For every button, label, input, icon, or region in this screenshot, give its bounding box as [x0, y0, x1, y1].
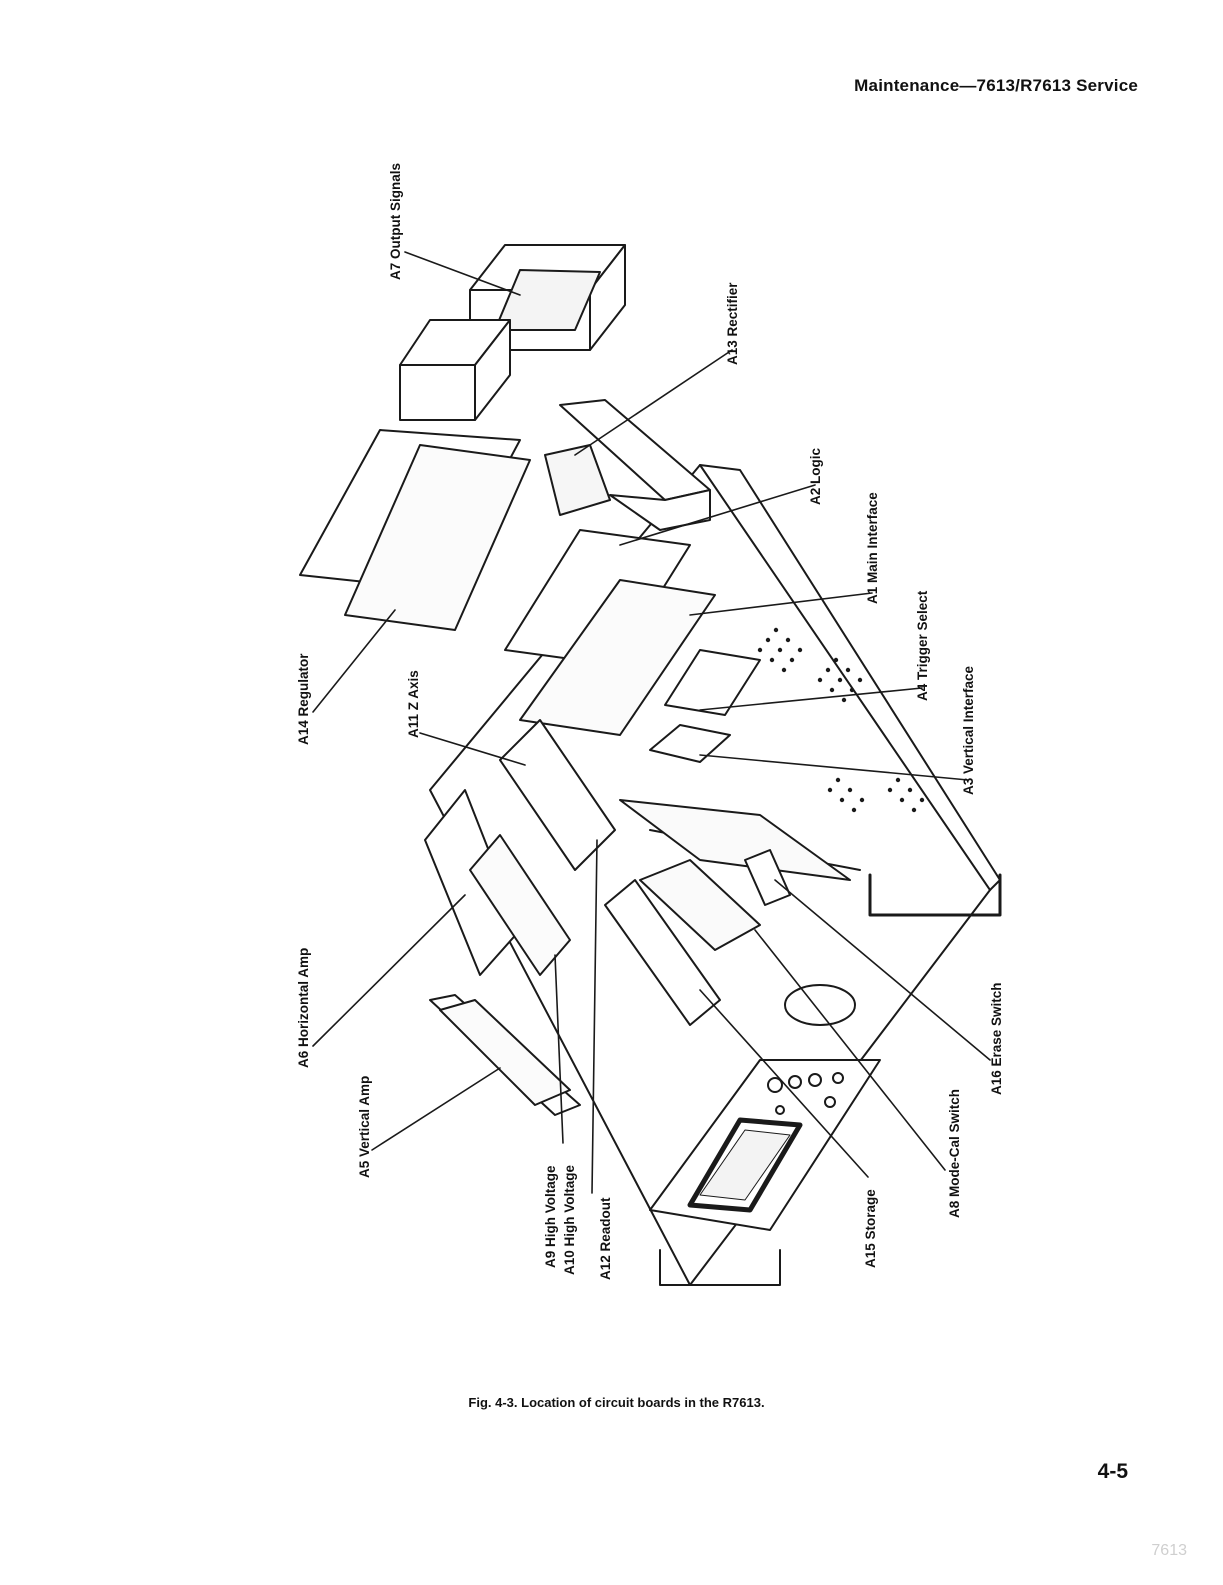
watermark: 7613: [1151, 1542, 1187, 1559]
label-a8-mode-cal-switch: A8 Mode-Cal Switch: [947, 1088, 962, 1218]
a13-rectifier-assembly: [544, 399, 711, 531]
a16-erase-switch: [744, 849, 791, 906]
label-a10-high-voltage: A10 High Voltage: [562, 1164, 577, 1275]
label-a6-horizontal-amp: A6 Horizontal Amp: [296, 947, 311, 1068]
a1-main-interface-board: [519, 579, 716, 736]
label-a11-z-axis: A11 Z Axis: [406, 670, 421, 738]
label-a3-vertical-interface: A3 Vertical Interface: [961, 665, 976, 795]
page-number: 4-5: [1097, 1460, 1128, 1483]
label-a2-logic: A2 Logic: [808, 447, 823, 505]
a6-horizontal-amp-board: [424, 789, 571, 976]
label-a15-storage: A15 Storage: [863, 1189, 878, 1268]
a8-mode-cal-switch-board: [639, 859, 761, 951]
a11-z-axis-board: [499, 719, 616, 871]
a15-storage-board: [604, 879, 721, 1026]
page-header: Maintenance—7613/R7613 Service: [854, 76, 1138, 95]
a14-regulator-board: [299, 429, 531, 631]
leader-lines: [312, 251, 991, 1194]
figure-caption: Fig. 4-3. Location of circuit boards in …: [468, 1395, 765, 1410]
vent-holes: [757, 627, 925, 813]
label-a9-high-voltage: A9 High Voltage: [543, 1165, 558, 1268]
label-a13-rectifier: A13 Rectifier: [725, 282, 740, 365]
label-a16-erase-switch: A16 Erase Switch: [989, 982, 1004, 1095]
label-a1-main-interface: A1 Main Interface: [865, 492, 880, 604]
a3-vertical-interface-board: [649, 724, 731, 763]
label-a14-regulator: A14 Regulator: [296, 653, 311, 745]
a4-trigger-select-board: [664, 649, 761, 716]
label-a12-readout: A12 Readout: [598, 1197, 613, 1280]
label-a4-trigger-select: A4 Trigger Select: [915, 590, 930, 701]
a7-output-box: [399, 244, 626, 421]
label-a5-vertical-amp: A5 Vertical Amp: [357, 1075, 372, 1178]
a5-vertical-amp-board: [429, 994, 581, 1116]
front-panel: [649, 873, 1002, 1286]
label-a7-output-signals: A7 Output Signals: [388, 162, 403, 280]
